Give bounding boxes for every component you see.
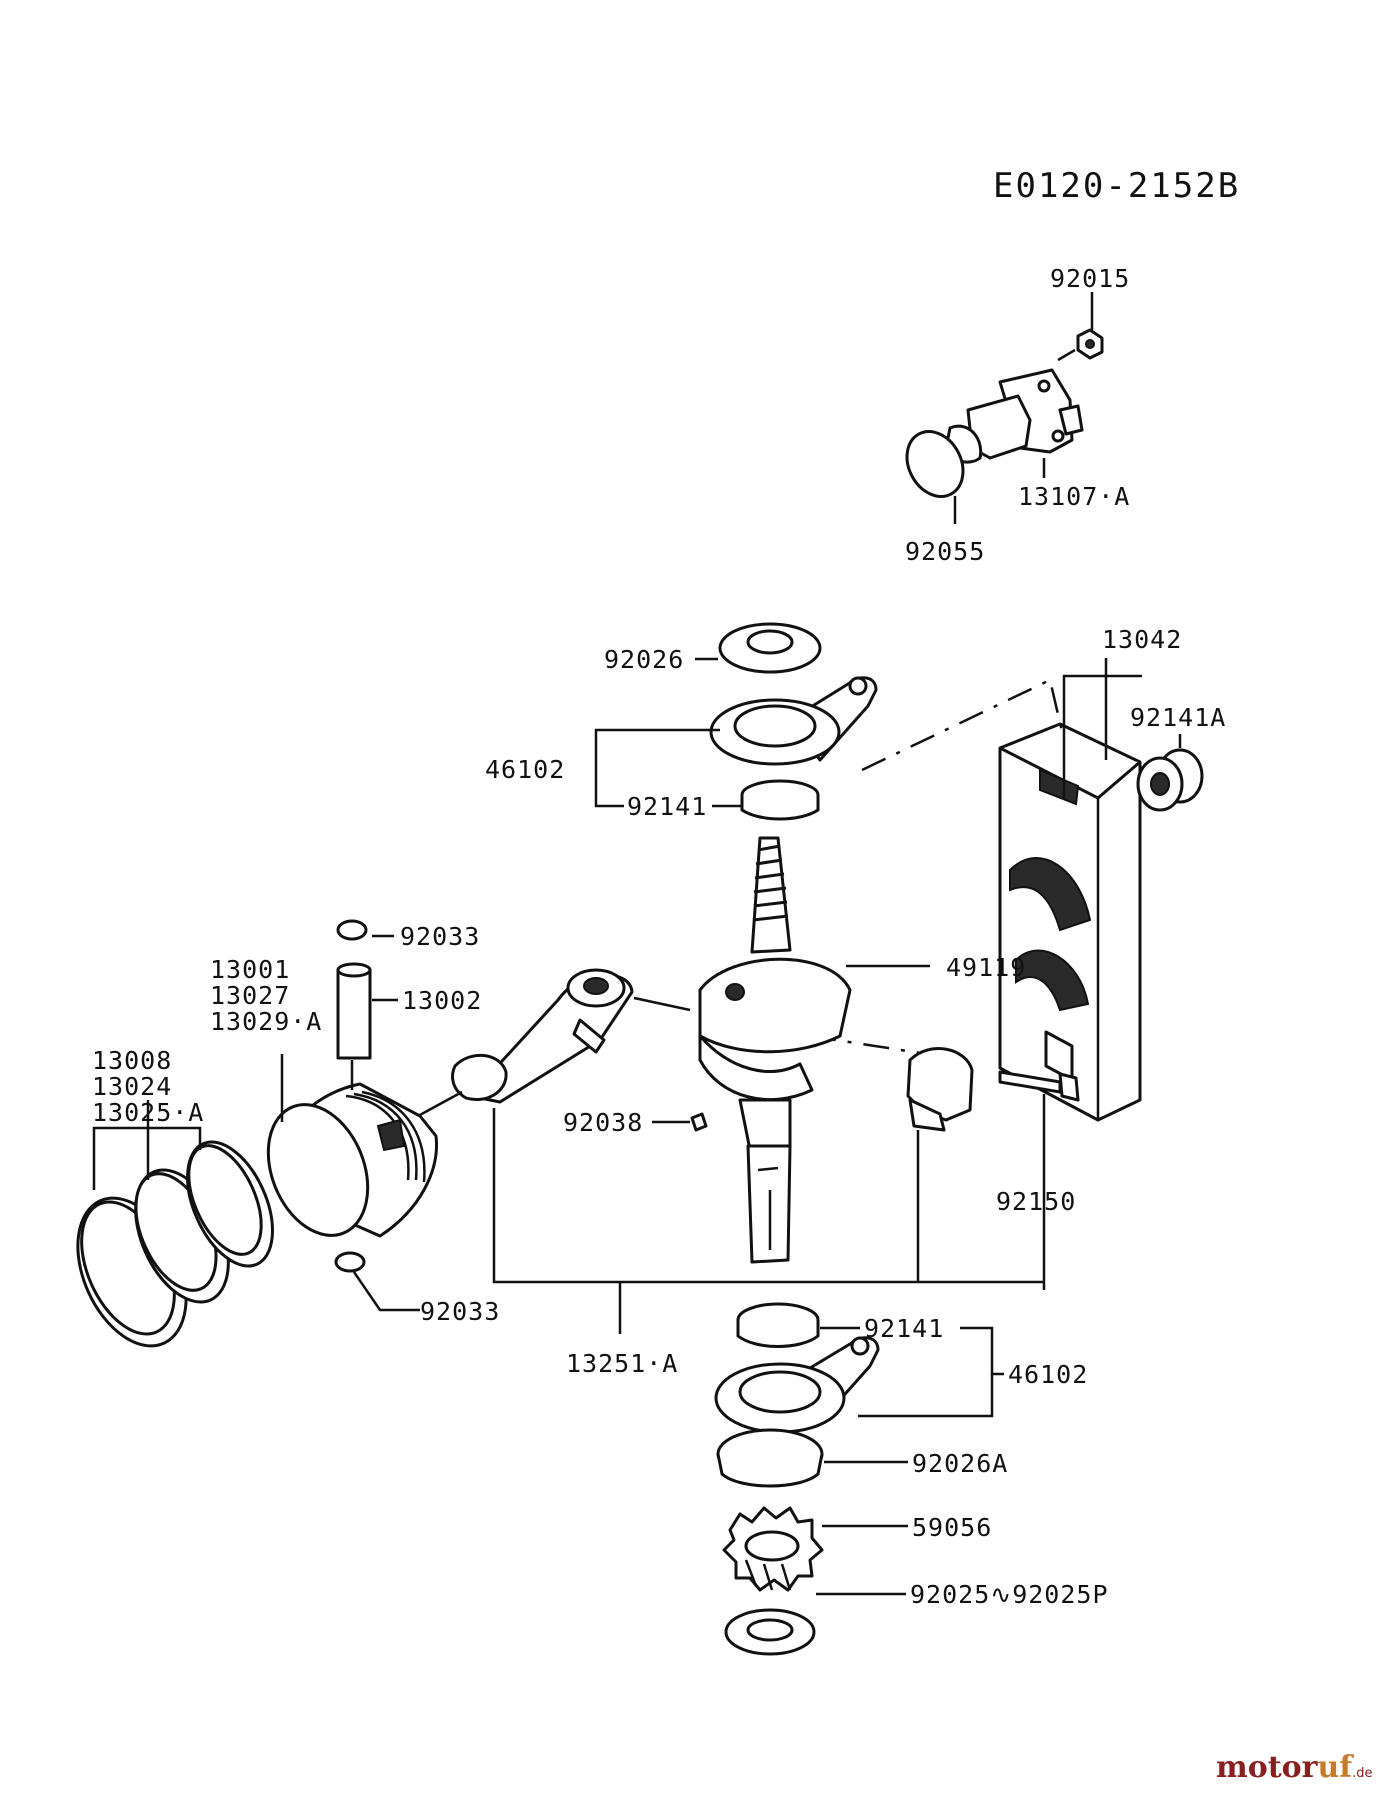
label-13008: 13008: [92, 1046, 172, 1075]
label-46102-bottom: 46102: [1008, 1360, 1088, 1389]
part-59056-gear-drawing: [722, 1506, 824, 1592]
label-46102-top: 46102: [485, 755, 565, 784]
motoruf-logo: motoruf.de: [1216, 1750, 1373, 1785]
part-92033-bottom-drawing: [334, 1251, 366, 1273]
logo-text: motoruf.de: [1216, 1750, 1373, 1785]
part-92033-top-drawing: [336, 919, 368, 941]
part-92015-drawing: [1076, 328, 1104, 360]
label-13029a: 13029·A: [210, 1007, 322, 1036]
label-59056: 59056: [912, 1513, 992, 1542]
label-13024: 13024: [92, 1072, 172, 1101]
leader-13042-bracket: [1062, 674, 1108, 800]
label-92033-bottom: 92033: [420, 1297, 500, 1326]
part-92150-bolt-drawing: [998, 1070, 1080, 1102]
part-92141-top-drawing: [740, 779, 820, 821]
part-13042-drawing: [998, 722, 1142, 1122]
part-92025-washer-drawing: [724, 1608, 816, 1656]
part-piston-rings-drawing: [76, 1140, 274, 1348]
alignment-line-top: [861, 678, 1066, 772]
part-46102-bottom-drawing: [714, 1336, 880, 1434]
leader-46102-bottom-b: [858, 1374, 994, 1418]
label-92141-top: 92141: [627, 792, 707, 821]
label-13251a: 13251·A: [566, 1349, 678, 1378]
part-92026-drawing: [718, 622, 822, 674]
part-13002-pin-drawing: [336, 962, 372, 1060]
part-92141-bottom-drawing: [736, 1302, 820, 1348]
part-92055-drawing: [905, 430, 965, 498]
piston-to-rod-line: [417, 1090, 463, 1118]
label-49119: 49119: [946, 953, 1026, 982]
label-13001: 13001: [210, 955, 290, 984]
leader-92015b: [1057, 348, 1076, 362]
part-connecting-rod-drawing: [451, 968, 634, 1104]
part-46102-top-drawing: [709, 676, 878, 766]
rod-to-crank-line: [633, 996, 691, 1012]
part-piston-drawing: [266, 1082, 439, 1238]
label-92141-bottom: 92141: [864, 1314, 944, 1343]
part-92141a-drawing: [1136, 748, 1204, 812]
label-13042: 13042: [1102, 625, 1182, 654]
label-92038: 92038: [563, 1108, 643, 1137]
label-92026a: 92026A: [912, 1449, 1008, 1478]
leader-92033-bottom: [352, 1271, 420, 1312]
label-92026: 92026: [604, 645, 684, 674]
label-92015: 92015: [1050, 264, 1130, 293]
label-92055: 92055: [905, 537, 985, 566]
part-49119-drawing: [698, 836, 852, 1264]
label-13002: 13002: [402, 986, 482, 1015]
label-13027: 13027: [210, 981, 290, 1010]
part-rod-cap-drawing: [906, 1047, 974, 1132]
diagram-code: E0120-2152B: [993, 166, 1240, 206]
label-13025a: 13025·A: [92, 1098, 204, 1127]
leader-13251a-bracket: [492, 1108, 1044, 1284]
label-13107a: 13107·A: [1018, 482, 1130, 511]
label-92150: 92150: [996, 1187, 1076, 1216]
label-92025: 92025∿92025P: [910, 1580, 1109, 1609]
label-92141a: 92141A: [1130, 703, 1226, 732]
leader-46102-top-b: [594, 768, 624, 808]
part-92038-drawing: [690, 1112, 708, 1132]
label-92033-top: 92033: [400, 922, 480, 951]
leader-46102-bottom-a: [960, 1326, 1004, 1376]
part-92026a-drawing: [716, 1428, 824, 1488]
part-13107a-drawing: [944, 368, 1084, 464]
leader-46102-top-a: [594, 728, 720, 768]
